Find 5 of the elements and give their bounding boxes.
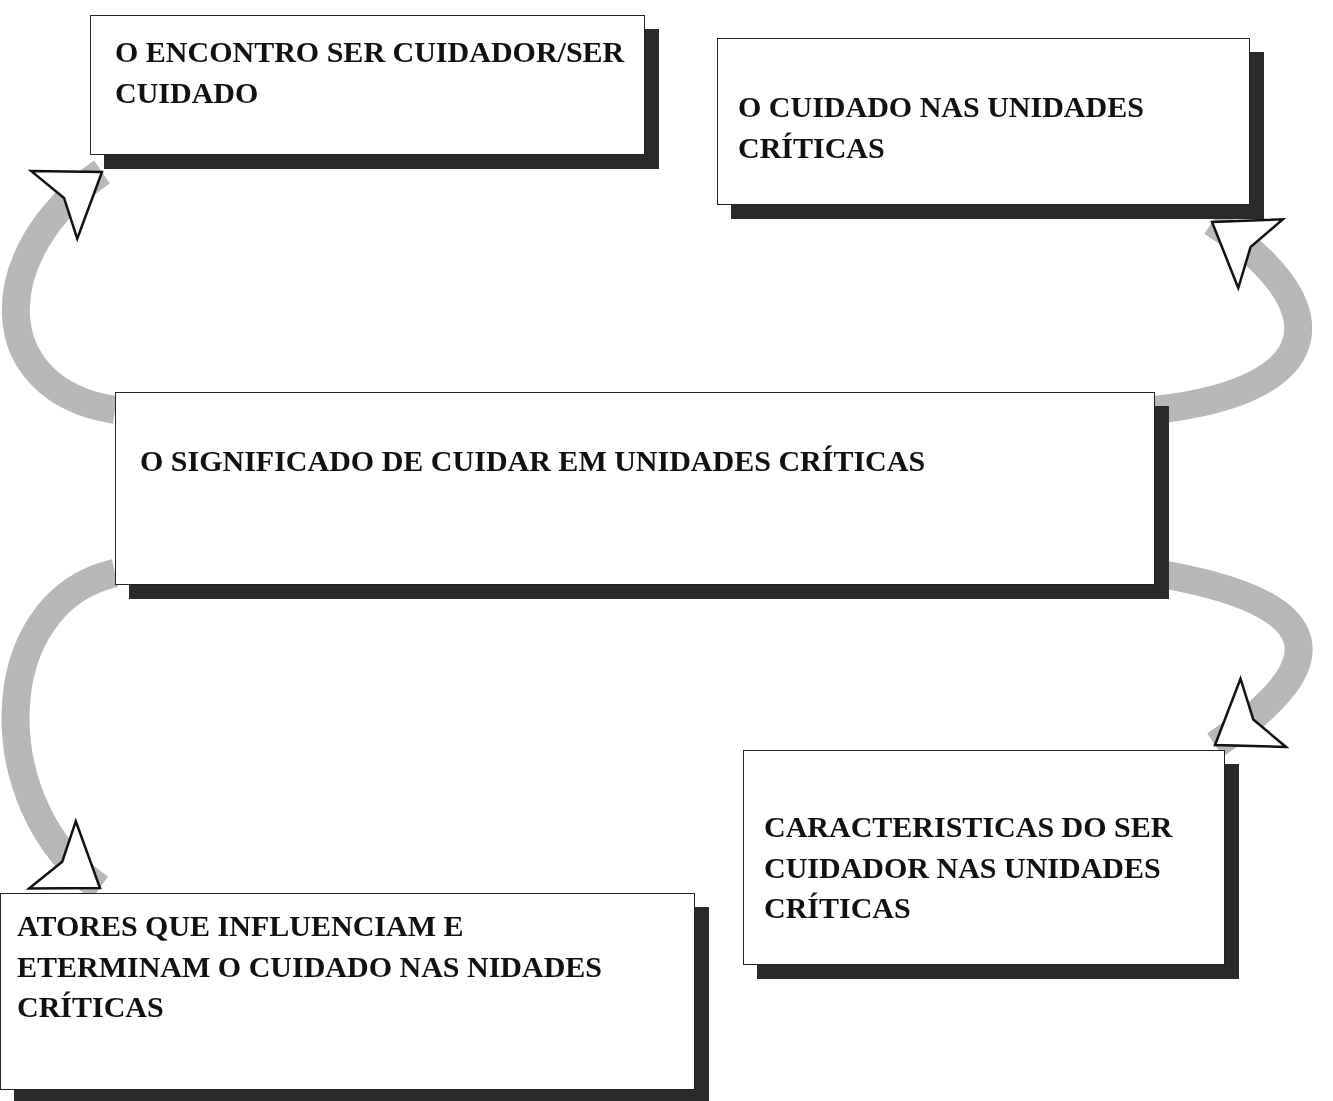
box-title: O SIGNIFICADO DE CUIDAR EM UNIDADES CRÍTICAS xyxy=(140,443,927,479)
box-title: CARACTERISTICAS DO SER CUIDADOR NAS UNIDADES CRÍTICAS xyxy=(764,809,1174,926)
box-title: ATORES QUE INFLUENCIAM E ETERMINAM O CUIDADO NAS NIDADES CRÍTICAS xyxy=(17,908,604,1025)
box-title: O ENCONTRO SER CUIDADOR/SER CUIDADO xyxy=(115,34,626,111)
box-title: O CUIDADO NAS UNIDADES CRÍTICAS xyxy=(738,89,1145,166)
